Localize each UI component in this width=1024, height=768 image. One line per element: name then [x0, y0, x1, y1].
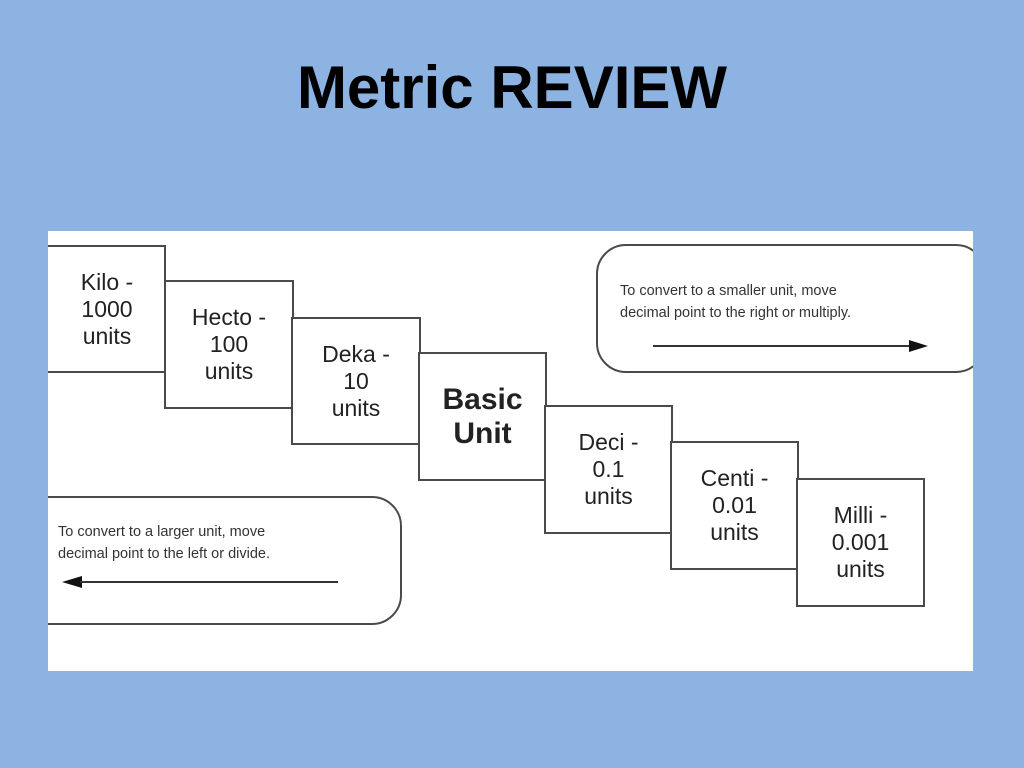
- step-deci-unit: units: [584, 483, 633, 509]
- step-deci: Deci - 0.1 units: [544, 405, 673, 534]
- step-basic-line1: Basic: [442, 382, 523, 416]
- step-milli-value: 0.001: [831, 529, 890, 555]
- slide-title: Metric REVIEW: [296, 54, 728, 121]
- note-convert-smaller: To convert to a smaller unit, move decim…: [596, 244, 973, 373]
- step-milli-unit: units: [836, 556, 885, 582]
- note-larger-line1: To convert to a larger unit, move: [58, 524, 266, 540]
- step-centi-value: 0.01: [712, 492, 757, 518]
- step-centi-unit: units: [710, 519, 759, 545]
- step-hecto: Hecto - 100 units: [164, 280, 294, 409]
- step-kilo-value: 1000: [81, 295, 133, 322]
- arrow-right-icon: [653, 340, 928, 352]
- step-basic-line2: Unit: [453, 416, 512, 450]
- step-deka-value: 10: [343, 367, 369, 394]
- step-deka-unit: units: [331, 394, 381, 421]
- step-milli: Milli - 0.001 units: [796, 478, 925, 607]
- step-deci-value: 0.1: [592, 456, 625, 482]
- arrow-left-icon: [62, 576, 338, 588]
- metric-staircase-diagram: Kilo - 1000 units Hecto - 100 units Deka…: [48, 231, 973, 671]
- note-smaller-line1: To convert to a smaller unit, move: [620, 283, 837, 299]
- step-hecto-prefix: Hecto -: [191, 304, 267, 330]
- note-larger-line2: decimal point to the left or divide.: [58, 546, 270, 562]
- step-deka: Deka - 10 units: [291, 317, 421, 445]
- step-kilo: Kilo - 1000 units: [48, 245, 166, 373]
- step-deka-prefix: Deka -: [322, 340, 390, 367]
- step-deci-prefix: Deci -: [578, 429, 639, 455]
- step-basic-unit: Basic Unit: [418, 352, 547, 481]
- note-convert-larger: To convert to a larger unit, move decima…: [48, 496, 402, 625]
- step-kilo-unit: units: [82, 322, 132, 349]
- step-kilo-prefix: Kilo -: [80, 268, 134, 295]
- step-milli-prefix: Milli -: [833, 502, 888, 528]
- step-centi-prefix: Centi -: [700, 465, 769, 491]
- step-hecto-value: 100: [209, 331, 249, 357]
- note-smaller-line2: decimal point to the right or multiply.: [620, 305, 852, 321]
- step-centi: Centi - 0.01 units: [670, 441, 799, 570]
- step-hecto-unit: units: [204, 358, 254, 384]
